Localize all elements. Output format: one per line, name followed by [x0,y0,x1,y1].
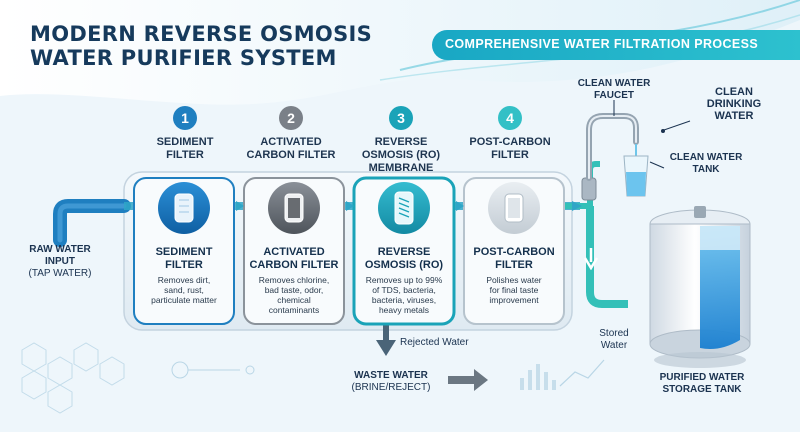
stage-name: ACTIVATED [263,246,325,258]
title-line-2: WATER PURIFIER SYSTEM [30,46,337,70]
stage-name: FILTER [495,259,533,271]
faucet-line: FAUCET [594,90,634,101]
stored-water-label: Stored Water [588,328,640,352]
tank-line: CLEAN WATER [669,152,743,163]
stage-desc: sand, rust, [164,285,204,295]
arrow-right-icon [236,201,582,211]
stage-desc: improvement [489,295,539,305]
step-label: ACTIVATED [260,136,322,148]
step-label: POST-CARBON [469,136,551,148]
clean-water-tank-label: CLEAN WATER TANK [660,152,752,176]
step-number: 3 [389,106,413,130]
stage-4-text: POST-CARBON FILTER Polishes water for fi… [464,246,564,305]
step-1-header: 1 SEDIMENT FILTER [131,106,239,162]
step-label: OSMOSIS (RO) [361,149,441,161]
stored-line: Stored [599,328,629,339]
filter-cartridge-icon [378,182,430,234]
glass-icon [623,155,649,197]
step-label: SEDIMENT [156,136,214,148]
waste-water-label: WASTE WATER (BRINE/REJECT) [336,370,446,394]
step-number: 1 [173,106,197,130]
page-title: MODERN REVERSE OSMOSIS WATER PURIFIER SY… [30,22,372,70]
stage-3-text: REVERSE OSMOSIS (RO) Removes up to 99% o… [354,246,454,315]
stage-name: REVERSE [377,246,431,258]
banner-text: COMPREHENSIVE WATER FILTRATION PROCESS [445,37,759,51]
stage-desc: Removes dirt, [157,275,211,285]
step-label: FILTER [491,149,529,161]
storage-line: STORAGE TANK [662,384,742,395]
arrow-right-icon [448,369,488,391]
step-2-header: 2 ACTIVATED CARBON FILTER [237,106,345,162]
stage-desc: Removes up to 99% [365,275,443,285]
process-banner [432,30,800,60]
stage-name: SEDIMENT [155,246,213,258]
step-label: REVERSE [374,136,428,148]
input-line: INPUT [45,256,75,267]
stage-name: OSMOSIS (RO) [364,259,444,271]
drinking-water-label: CLEAN DRINKING WATER [688,86,780,122]
step-3-header: 3 REVERSE OSMOSIS (RO) MEMBRANE [347,106,455,175]
step-label: FILTER [166,149,204,161]
drinking-line: CLEAN [715,86,753,98]
stage-desc: contaminants [268,305,320,315]
stage-desc: Polishes water [486,275,542,285]
stage-name: CARBON FILTER [249,259,339,271]
faucet-label: CLEAN WATER FAUCET [568,78,660,102]
faucet-line: CLEAN WATER [577,78,651,89]
step-label: MEMBRANE [368,162,434,174]
storage-line: PURIFIED WATER [659,372,745,383]
storage-tank-label: PURIFIED WATER STORAGE TANK [646,372,758,396]
step-4-header: 4 POST-CARBON FILTER [456,106,564,162]
stage-desc: of TDS, bacteria, [372,285,436,295]
filter-cartridge-icon [488,182,540,234]
stage-name: FILTER [165,259,203,271]
stage-desc: bacteria, viruses, [371,295,437,305]
stage-2-text: ACTIVATED CARBON FILTER Removes chlorine… [244,246,344,315]
storage-tank-icon [649,206,751,368]
stage-desc: bad taste, odor, [264,285,324,295]
drinking-line: DRINKING [706,98,762,110]
input-line: RAW WATER [29,244,91,255]
filter-cartridge-icon [268,182,320,234]
stage-desc: heavy metals [378,305,430,315]
stage-desc: Removes chlorine, [258,275,330,285]
title-line-1: MODERN REVERSE OSMOSIS [30,22,373,46]
stage-1-text: SEDIMENT FILTER Removes dirt, sand, rust… [134,246,234,305]
rejected-water-label: Rejected Water [400,337,469,348]
stage-name: POST-CARBON [473,246,555,258]
step-label: CARBON FILTER [246,149,336,161]
step-number: 2 [279,106,303,130]
step-number: 4 [498,106,522,130]
filter-cartridge-icon [158,182,210,234]
raw-water-input: RAW WATER INPUT (TAP WATER) [14,244,106,280]
stage-desc: particulate matter [151,295,217,305]
drinking-line: WATER [714,110,754,122]
filter-cards [133,176,582,326]
stage-desc: for final taste [489,285,539,295]
arrow-down-icon [584,248,598,270]
waste-line: WASTE WATER [354,370,428,381]
input-line: (TAP WATER) [28,268,92,279]
tank-line: TANK [692,164,720,175]
stage-desc: chemical [277,295,311,305]
stored-line: Water [600,340,628,351]
waste-line: (BRINE/REJECT) [351,382,431,393]
